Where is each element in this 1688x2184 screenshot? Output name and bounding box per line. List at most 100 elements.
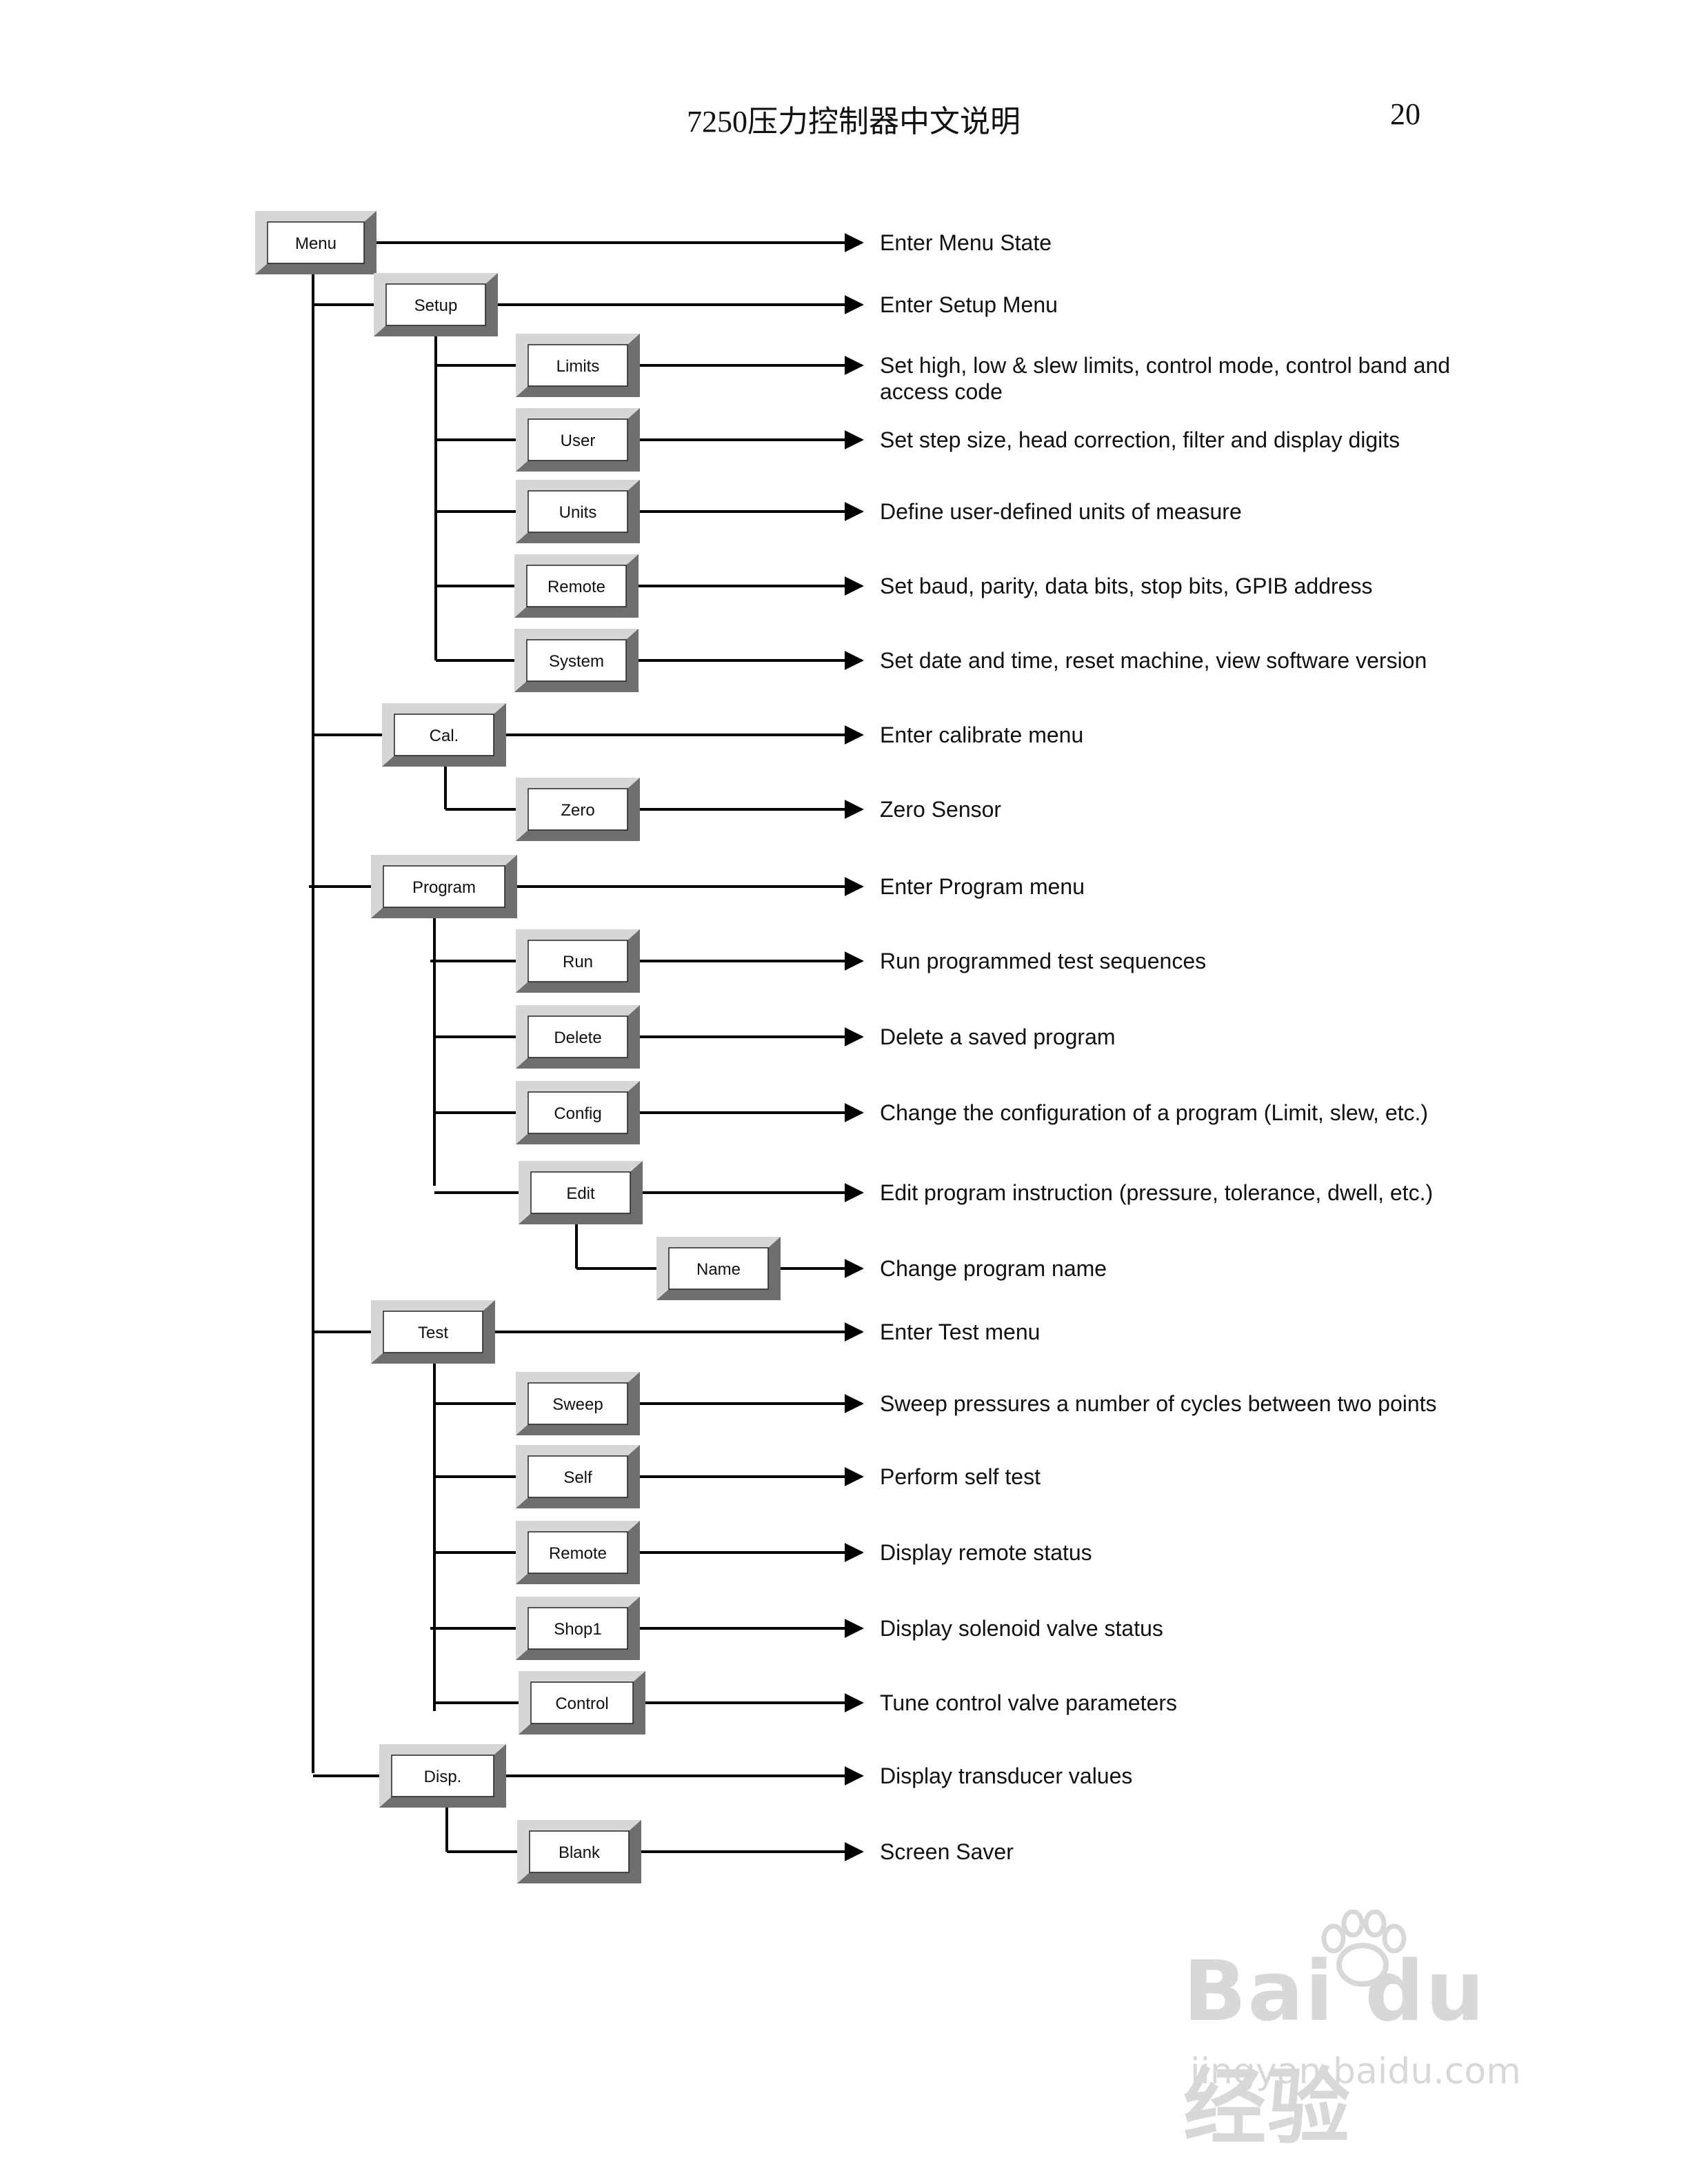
node-bevel-dark bbox=[516, 1597, 640, 1660]
node-bevel-light bbox=[514, 629, 639, 692]
menu-node-name: Name bbox=[656, 1237, 781, 1300]
node-label: Name bbox=[696, 1260, 741, 1279]
node-bevel-dark bbox=[516, 778, 640, 841]
node-bevel-dark bbox=[516, 1372, 640, 1435]
node-bevel-dark bbox=[656, 1237, 781, 1300]
menu-node-user: User bbox=[516, 408, 640, 472]
node-label: System bbox=[549, 652, 604, 671]
node-bevel-dark bbox=[382, 703, 506, 767]
node-description: Set step size, head correction, filter a… bbox=[880, 427, 1400, 452]
node-face bbox=[528, 940, 628, 982]
node-label: Menu bbox=[295, 234, 336, 253]
node-face bbox=[385, 283, 486, 326]
node-face bbox=[530, 1681, 634, 1724]
node-face bbox=[668, 1247, 769, 1290]
node-bevel-light bbox=[516, 1445, 640, 1508]
node-description: Sweep pressures a number of cycles betwe… bbox=[880, 1391, 1437, 1416]
paw-icon bbox=[1321, 1910, 1407, 1987]
node-description: Enter Menu State bbox=[880, 230, 1052, 255]
menu-node-limits: Limits bbox=[516, 334, 640, 397]
node-label: Cal. bbox=[430, 727, 459, 745]
node-description: Zero Sensor bbox=[880, 797, 1001, 822]
menu-node-zero: Zero bbox=[516, 778, 640, 841]
node-label: Program bbox=[412, 878, 476, 897]
node-face bbox=[528, 1091, 628, 1134]
node-description: Enter Program menu bbox=[880, 874, 1085, 899]
page-title: 7250压力控制器中文说明 bbox=[687, 105, 1021, 139]
node-description: Run programmed test sequences bbox=[880, 949, 1206, 973]
node-description: Set date and time, reset machine, view s… bbox=[880, 648, 1427, 673]
node-bevel-light bbox=[382, 703, 506, 767]
node-bevel-dark bbox=[516, 1005, 640, 1069]
node-bevel-light bbox=[516, 480, 640, 543]
node-bevel-light bbox=[656, 1237, 781, 1300]
node-label: Test bbox=[418, 1324, 448, 1342]
node-description: Set baud, parity, data bits, stop bits, … bbox=[880, 574, 1372, 598]
node-label: Run bbox=[563, 953, 593, 971]
node-bevel-light bbox=[516, 1081, 640, 1144]
node-description: Screen Saver bbox=[880, 1839, 1014, 1864]
watermark-url: jingyan.baidu.com bbox=[1190, 2051, 1521, 2092]
menu-node-remote-test: Remote bbox=[516, 1521, 640, 1584]
menu-node-shop1: Shop1 bbox=[516, 1597, 640, 1660]
node-bevel-light bbox=[255, 211, 376, 274]
node-face bbox=[528, 490, 628, 533]
node-face bbox=[528, 1531, 628, 1574]
node-face bbox=[528, 1382, 628, 1425]
node-label: Delete bbox=[554, 1029, 601, 1047]
node-bevel-dark bbox=[379, 1744, 506, 1808]
node-bevel-light bbox=[516, 778, 640, 841]
node-description: Define user-defined units of measure bbox=[880, 499, 1242, 524]
node-bevel-dark bbox=[519, 1161, 643, 1224]
node-description: Change the configuration of a program (L… bbox=[880, 1100, 1428, 1125]
node-label: User bbox=[561, 432, 596, 450]
node-description: Edit program instruction (pressure, tole… bbox=[880, 1180, 1433, 1205]
node-label: Sweep bbox=[552, 1395, 603, 1414]
node-bevel-dark bbox=[371, 855, 517, 918]
node-label: Config bbox=[554, 1104, 601, 1123]
node-description: Perform self test bbox=[880, 1464, 1041, 1489]
menu-node-self: Self bbox=[516, 1445, 640, 1508]
node-description: Enter Test menu bbox=[880, 1320, 1040, 1344]
menu-node-system: System bbox=[514, 629, 639, 692]
node-description: Enter calibrate menu bbox=[880, 722, 1083, 747]
node-face bbox=[528, 418, 628, 461]
page-header: 7250压力控制器中文说明 20 bbox=[0, 97, 1688, 145]
node-face bbox=[267, 221, 365, 264]
node-description: Change program name bbox=[880, 1256, 1107, 1281]
node-label: Setup bbox=[414, 296, 458, 315]
node-face bbox=[528, 1015, 628, 1058]
node-label: Limits bbox=[556, 357, 600, 376]
node-bevel-dark bbox=[516, 1445, 640, 1508]
node-face bbox=[528, 1607, 628, 1650]
node-description: Tune control valve parameters bbox=[880, 1690, 1177, 1715]
node-bevel-light bbox=[514, 554, 639, 618]
node-description: Display transducer values bbox=[880, 1763, 1132, 1788]
node-face bbox=[394, 714, 494, 756]
node-description: Enter Setup Menu bbox=[880, 292, 1058, 317]
menu-node-sweep: Sweep bbox=[516, 1372, 640, 1435]
node-bevel-dark bbox=[516, 929, 640, 993]
menu-node-test: Test bbox=[371, 1300, 495, 1364]
node-bevel-dark bbox=[516, 480, 640, 543]
menu-node-config: Config bbox=[516, 1081, 640, 1144]
node-bevel-dark bbox=[516, 408, 640, 472]
node-bevel-dark bbox=[516, 1521, 640, 1584]
node-bevel-light bbox=[516, 929, 640, 993]
menu-node-menu: Menu bbox=[255, 211, 376, 274]
node-bevel-light bbox=[379, 1744, 506, 1808]
node-bevel-light bbox=[516, 408, 640, 472]
node-bevel-light bbox=[516, 1597, 640, 1660]
node-bevel-dark bbox=[519, 1671, 645, 1735]
node-label: Self bbox=[563, 1468, 592, 1487]
node-description: access code bbox=[880, 379, 1003, 404]
node-face bbox=[530, 1171, 631, 1214]
node-description: Display solenoid valve status bbox=[880, 1616, 1163, 1641]
node-label: Blank bbox=[559, 1843, 601, 1862]
node-face bbox=[529, 1830, 630, 1873]
node-face bbox=[528, 788, 628, 831]
node-label: Remote bbox=[547, 578, 605, 596]
node-face bbox=[528, 1455, 628, 1498]
